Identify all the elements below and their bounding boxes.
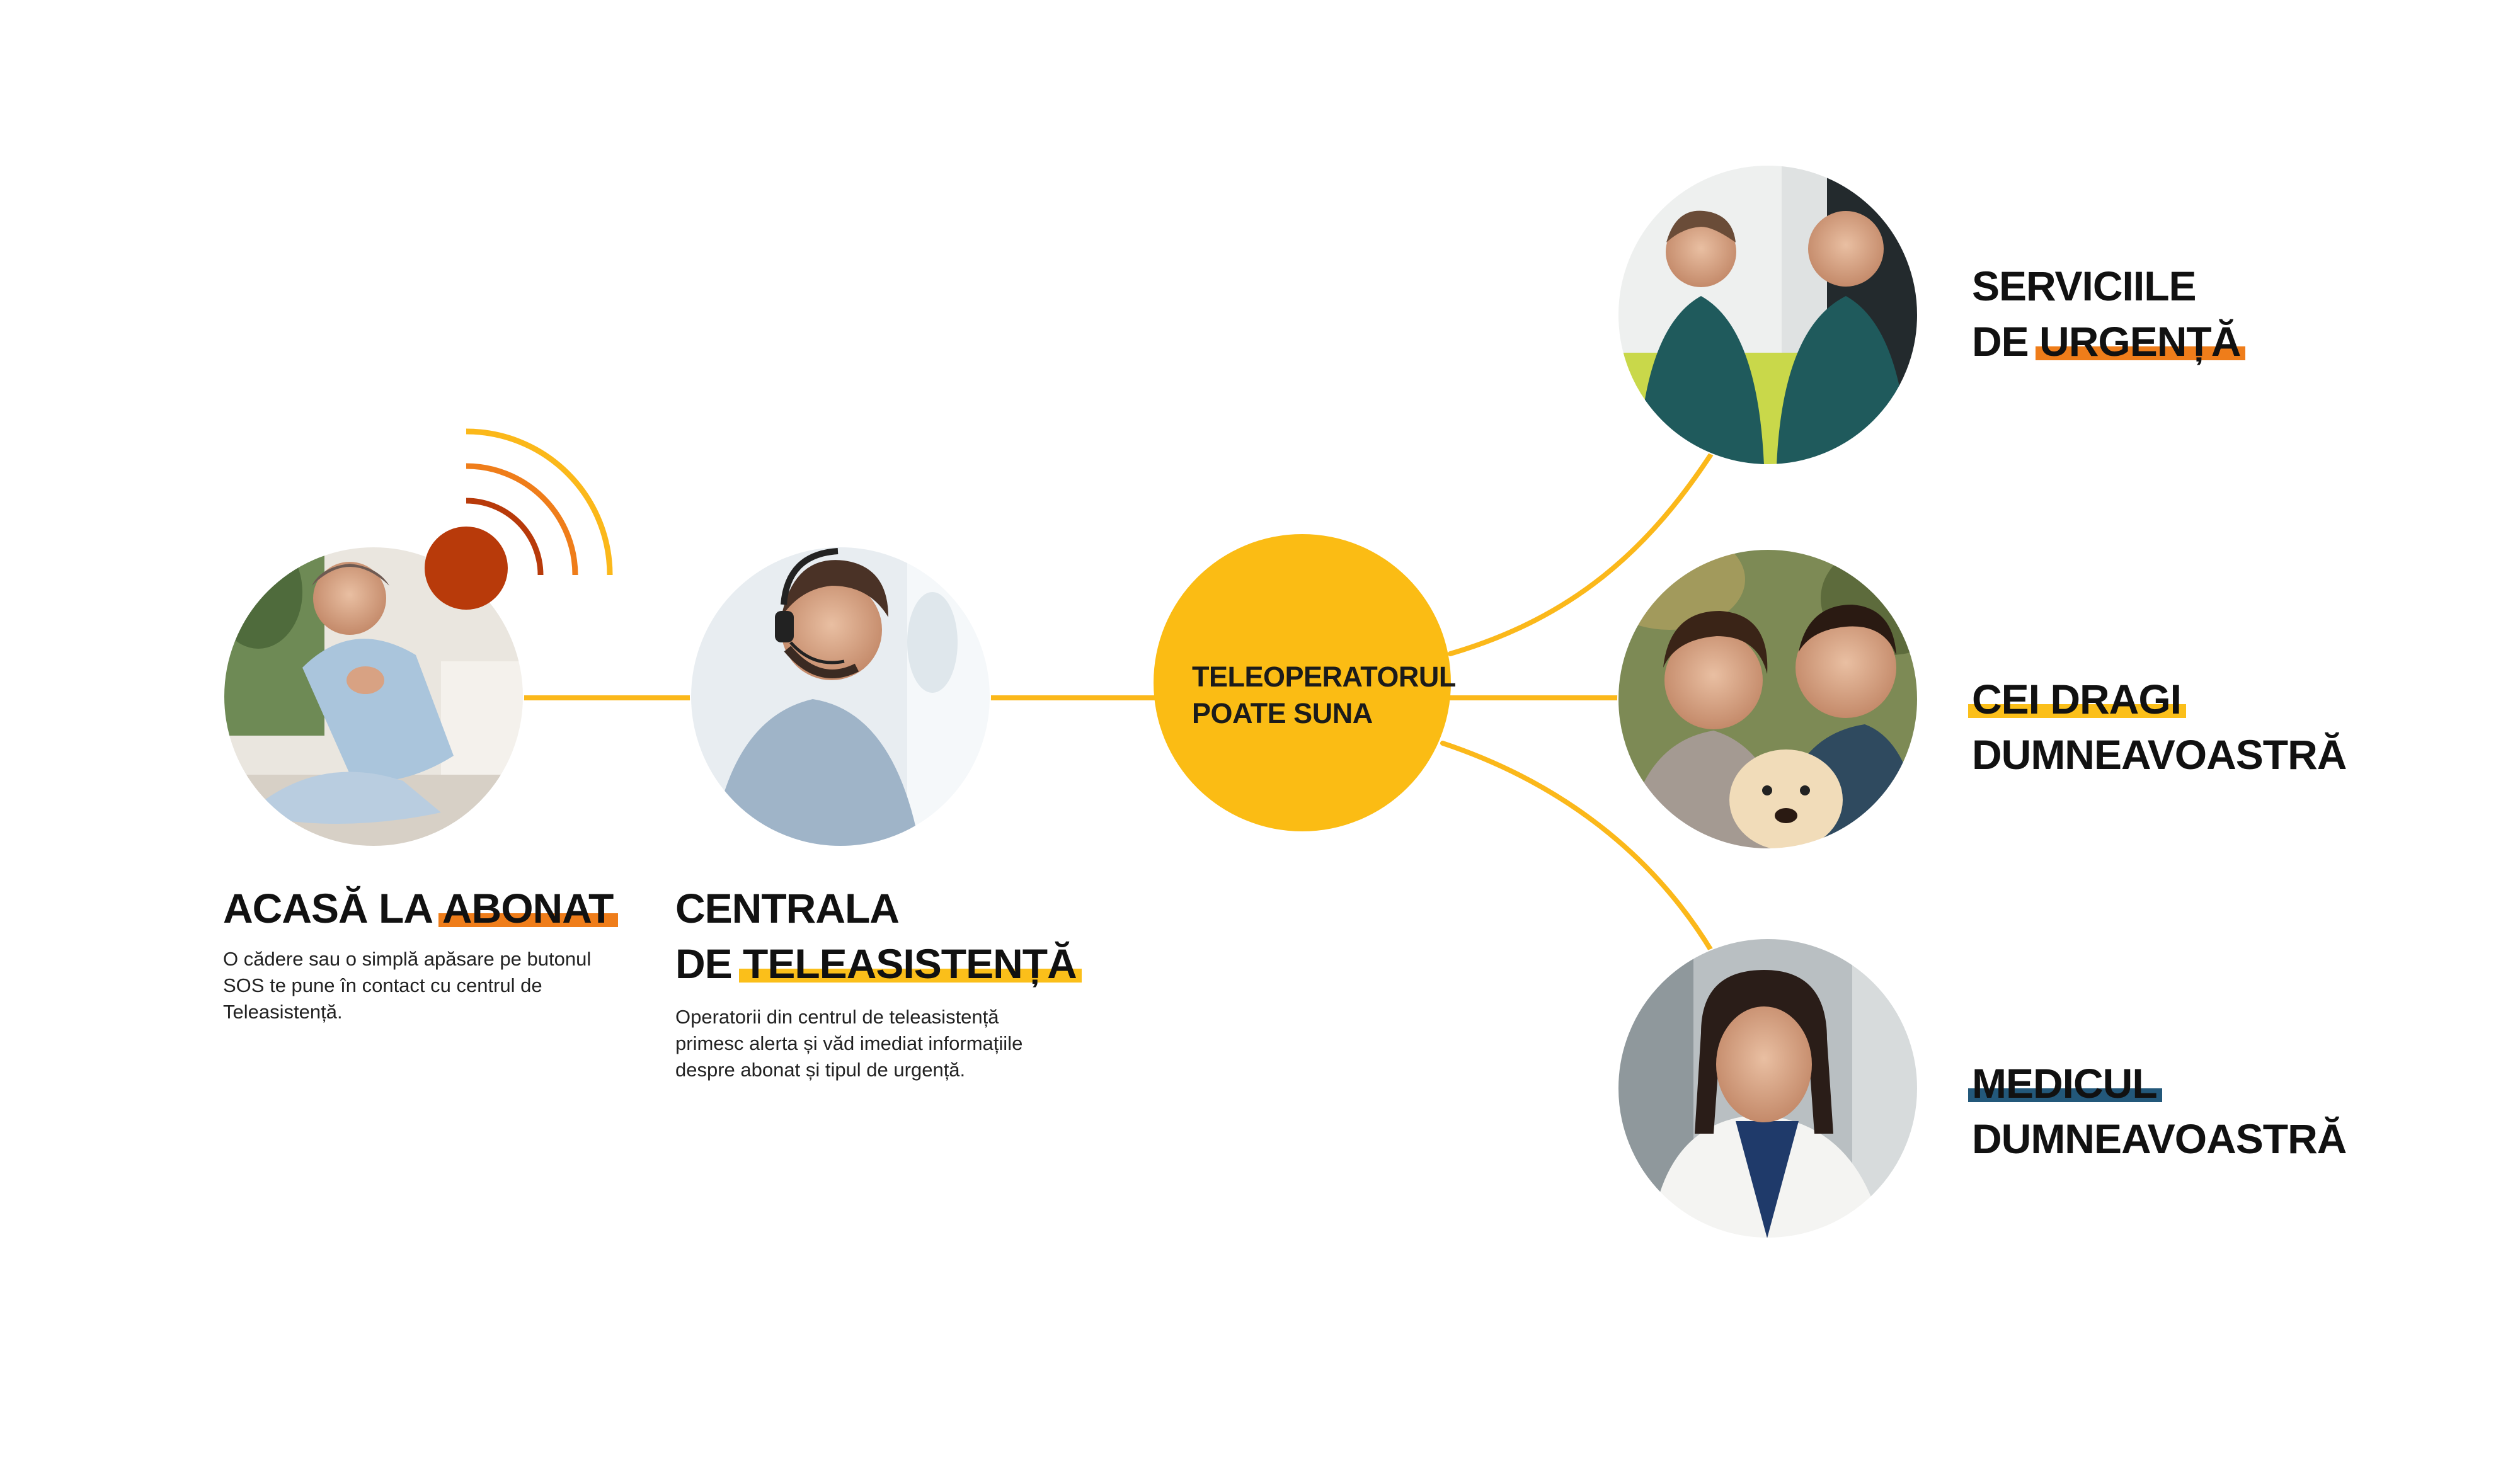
doctor-photo xyxy=(1618,938,1918,1238)
signal-arc-inner xyxy=(466,498,544,576)
loved-ones-title-highlight: CEI DRAGI xyxy=(1967,671,2187,727)
loved-ones-title-line1: CEI DRAGI xyxy=(1967,671,2346,727)
subscriber-title: ACASĂ LA ABONAT xyxy=(223,880,619,936)
subscriber-photo-frame xyxy=(223,546,524,847)
hub-label-line2: POATE SUNA xyxy=(1192,697,1373,729)
subscriber-title-line: ACASĂ LA ABONAT xyxy=(223,880,619,936)
subscriber-description: O cădere sau o simplă apăsare pe butonul… xyxy=(223,948,592,1023)
call-center-description: Operatorii din centrul de teleasistență … xyxy=(675,1006,1023,1081)
call-center-title-highlight: TELEASISTENȚĂ xyxy=(739,936,1082,991)
call-center-title: CENTRALA DE TELEASISTENȚĂ xyxy=(675,880,1082,991)
emergency-title-line1: SERVICIILE xyxy=(1972,263,2197,309)
loved-ones-title-line2: DUMNEAVOASTRĂ xyxy=(1972,731,2347,778)
connector-hub-emergency xyxy=(1448,446,1717,656)
doctor-title-highlight: MEDICUL xyxy=(1968,1056,2162,1111)
doctor-photo-frame xyxy=(1617,938,1918,1239)
subscriber-title-plain: ACASĂ LA xyxy=(223,885,442,932)
hub-label-line1: TELEOPERATORUL xyxy=(1192,661,1456,693)
doctor-title: MEDICUL DUMNEAVOASTRĂ xyxy=(1968,1056,2347,1166)
emergency-title-plain: DE xyxy=(1972,318,2040,365)
signal-arc-middle xyxy=(466,463,578,576)
emergency-photo-frame xyxy=(1617,164,1918,465)
connector-hub-doctor xyxy=(1440,741,1715,955)
subscriber-title-highlight: ABONAT xyxy=(438,880,619,936)
loved-ones-title: CEI DRAGI DUMNEAVOASTRĂ xyxy=(1967,671,2347,782)
loved-ones-photo-frame xyxy=(1617,549,1918,850)
couple-with-dog-photo xyxy=(1618,549,1918,849)
sos-signal-icon xyxy=(466,428,613,576)
connectors xyxy=(520,446,1717,955)
doctor-title-line2: DUMNEAVOASTRĂ xyxy=(1972,1115,2347,1162)
call-center-title-line2: DE TELEASISTENȚĂ xyxy=(675,936,1082,991)
sos-dot-icon xyxy=(425,527,508,610)
operator-headset-photo xyxy=(690,547,990,846)
call-center-title-line1: CENTRALA xyxy=(675,885,900,932)
call-center-title-plain: DE xyxy=(675,940,743,987)
doctor-title-line1: MEDICUL xyxy=(1968,1056,2346,1111)
emergency-title-highlight: URGENȚĂ xyxy=(2036,314,2246,369)
call-center-photo-frame xyxy=(690,546,991,847)
hub-label: TELEOPERATORUL POATE SUNA xyxy=(1192,659,1456,732)
emergency-title: SERVICIILE DE URGENȚĂ xyxy=(1972,258,2246,369)
hub-circle xyxy=(1154,534,1451,831)
signal-arc-outer xyxy=(466,428,613,576)
emergency-title-line2: DE URGENȚĂ xyxy=(1972,314,2246,369)
paramedics-photo xyxy=(1618,165,1918,465)
